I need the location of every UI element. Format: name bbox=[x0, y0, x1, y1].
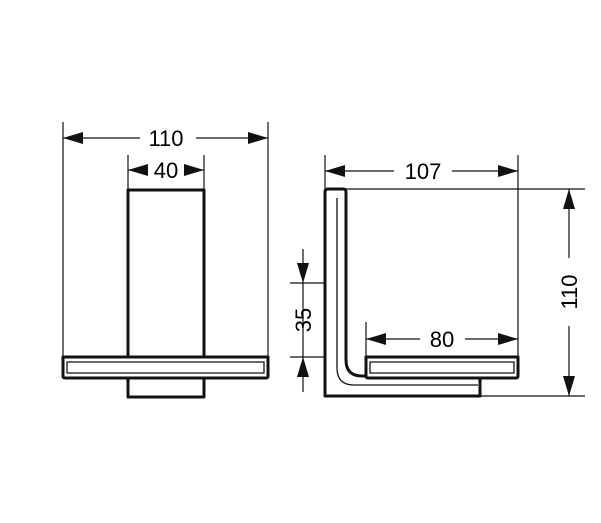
front-mount-block bbox=[126, 375, 206, 399]
dim-depth-label: 107 bbox=[405, 159, 442, 184]
dim-shelf-height-label: 35 bbox=[291, 308, 316, 332]
front-post bbox=[126, 188, 206, 359]
dim-post-width-label: 40 bbox=[154, 158, 178, 183]
side-shelf-inner-line bbox=[369, 361, 515, 374]
side-shelf bbox=[364, 355, 520, 380]
dim-shelf-depth-label: 80 bbox=[430, 327, 454, 352]
side-bracket-inner-line bbox=[336, 198, 478, 386]
side-view: 107 80 35 110 bbox=[290, 155, 585, 398]
front-view: 110 40 bbox=[61, 122, 270, 399]
front-shelf bbox=[61, 355, 270, 380]
front-shelf-inner-line bbox=[66, 361, 265, 374]
dim-overall-width-label: 110 bbox=[148, 126, 183, 151]
dim-height-label: 110 bbox=[557, 274, 582, 309]
side-bracket bbox=[323, 187, 482, 398]
